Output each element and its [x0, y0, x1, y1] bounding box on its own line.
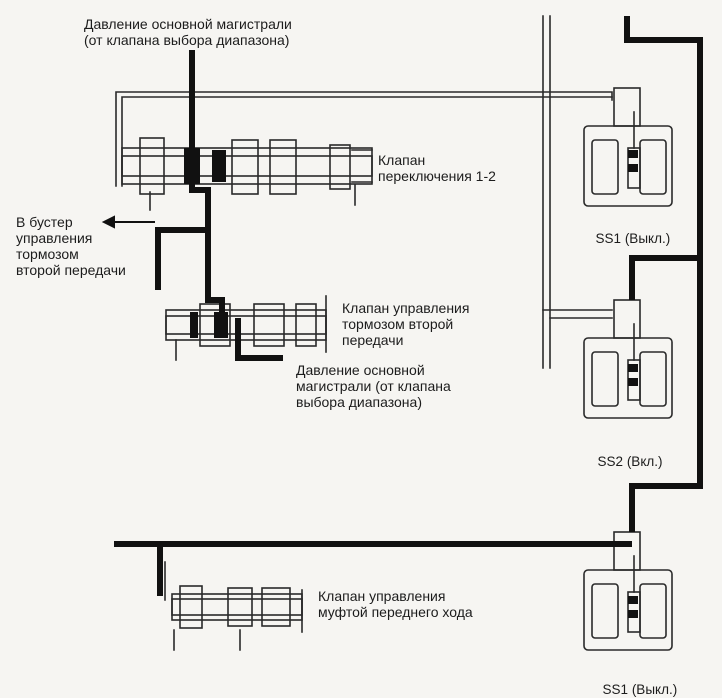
solenoid-name: SS1 — [602, 682, 629, 697]
solenoid-label-ss1-top: SS1 (Выкл.) — [588, 215, 671, 247]
main-pressure-line-top — [155, 50, 211, 290]
shift-valve-label: Клапан переключения 1-2 — [378, 152, 496, 184]
mid-source-label: Давление основной магистрали (от клапана… — [296, 362, 451, 410]
second-brake-valve-label: Клапан управления тормозом второй переда… — [342, 300, 470, 348]
forward-clutch-valve-label: Клапан управления муфтой переднего хода — [318, 588, 473, 620]
forward-clutch-valve-body — [164, 561, 303, 651]
top-source-label: Давление основной магистрали (от клапана… — [84, 16, 292, 48]
shift-valve-12-body — [121, 137, 373, 211]
solenoid-state: (Выкл.) — [631, 682, 678, 697]
main-pressure-right — [624, 16, 703, 300]
solenoid-label-ss1-bottom: SS1 (Выкл.) — [595, 666, 678, 698]
main-pressure-right-2 — [629, 258, 703, 532]
solenoid-ss1-top-body — [583, 87, 673, 207]
booster-label: В бустер управления тормозом второй пере… — [16, 214, 126, 278]
main-pressure-line-2 — [205, 190, 225, 318]
solenoid-state: (Вкл.) — [626, 454, 663, 469]
solenoid-ss1-bottom-body — [583, 531, 673, 651]
solenoid-name: SS2 — [597, 454, 624, 469]
solenoid-label-ss2: SS2 (Вкл.) — [590, 438, 663, 470]
solenoid-state: (Выкл.) — [624, 231, 671, 246]
booster-arrow — [101, 215, 155, 229]
solenoid-name: SS1 — [595, 231, 622, 246]
thin-line-top — [115, 91, 613, 187]
mid-pressure-line — [235, 318, 283, 361]
second-brake-valve-body — [165, 295, 327, 361]
